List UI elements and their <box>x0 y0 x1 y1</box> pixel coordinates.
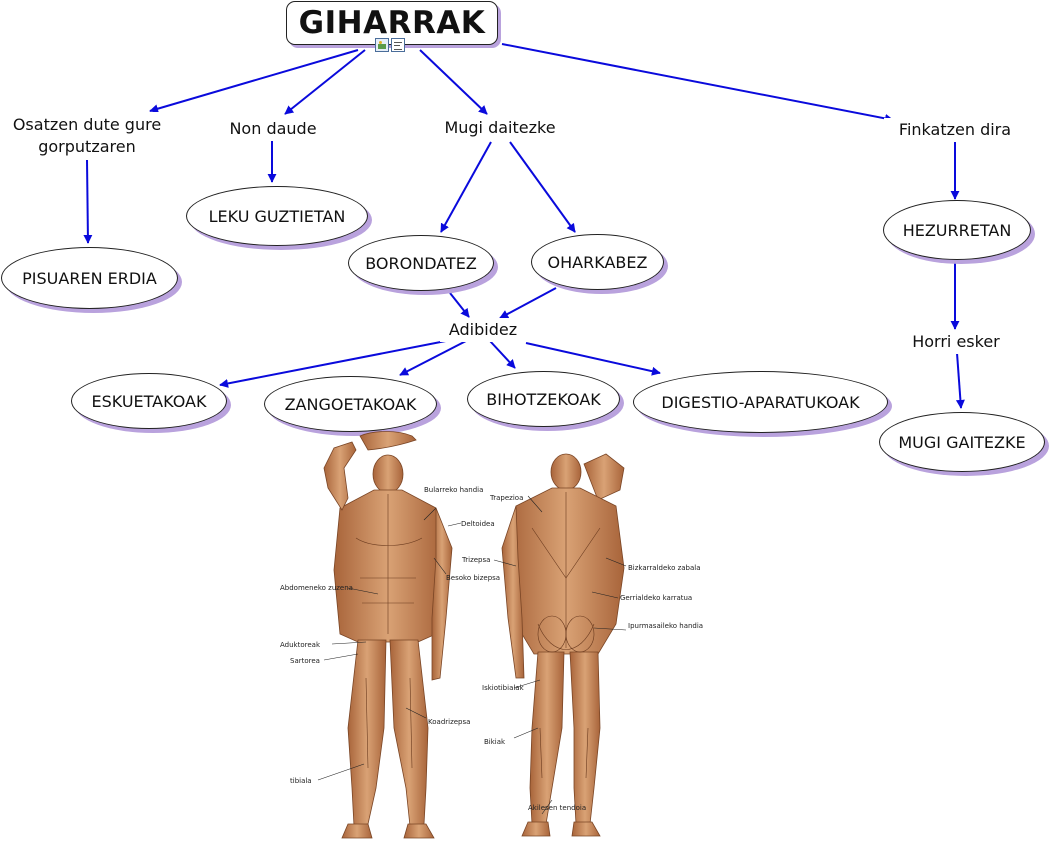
concept-hezurretan[interactable]: HEZURRETAN <box>883 200 1031 260</box>
arrow-root-mugi <box>419 49 488 115</box>
concept-borondatez[interactable]: BORONDATEZ <box>348 235 494 291</box>
note-icon[interactable] <box>391 38 405 52</box>
concept-bihotzekoak[interactable]: BIHOTZEKOAK <box>467 371 620 427</box>
concept-leku-guztietan[interactable]: LEKU GUZTIETAN <box>186 186 368 246</box>
arrow-horri-mugi-gaitezke <box>955 352 965 409</box>
link-osatzen: Osatzen dute gure gorputzaren <box>4 112 170 160</box>
root-concept-giharrak[interactable]: GIHARRAK <box>286 1 498 45</box>
label-ipurmasaileko: Ipurmasaileko handia <box>628 622 703 630</box>
arrow-mugi-borondatez <box>440 141 492 233</box>
concept-eskuetakoak[interactable]: ESKUETAKOAK <box>71 373 227 429</box>
label-koadri: Koadrizepsa <box>428 718 470 726</box>
concept-mugi-gaitezke[interactable]: MUGI GAITEZKE <box>879 412 1045 472</box>
label-adukt: Aduktoreak <box>280 641 321 649</box>
concept-digestio-aparatukoak[interactable]: DIGESTIO-APARATUKOAK <box>633 371 888 433</box>
label-iskio: Iskiotibialak <box>482 684 525 692</box>
arrow-adibidez-eskuetakoak <box>219 338 457 388</box>
root-title: GIHARRAK <box>298 5 486 41</box>
back-figure <box>501 453 625 837</box>
label-trapezioa: Trapezioa <box>489 494 523 502</box>
link-mugi-daitezke: Mugi daitezke <box>432 116 568 140</box>
link-horri-esker: Horri esker <box>900 330 1012 354</box>
muscle-anatomy-illustration: Bularreko handia Deltoidea Abdomeneko zu… <box>280 431 703 839</box>
label-gerrialdeko: Gerrialdeko karratua <box>620 594 692 602</box>
link-non-daude: Non daude <box>218 117 328 141</box>
label-deltoidea: Deltoidea <box>461 520 495 528</box>
arrow-root-non-daude <box>284 49 366 115</box>
label-bizkarraldeko: Bizkarraldeko zabala <box>628 564 701 572</box>
link-finkatzen-dira: Finkatzen dira <box>884 118 1026 142</box>
arrow-root-osatzen <box>149 49 359 114</box>
arrow-adibidez-digestio <box>525 342 661 376</box>
label-trizepsa: Trizepsa <box>461 556 490 564</box>
label-tibiala: tibiala <box>290 777 312 785</box>
label-bularreko: Bularreko handia <box>424 486 483 494</box>
arrow-mugi-oharkabez <box>509 141 576 233</box>
label-abdomeneko: Abdomeneko zuzena <box>280 584 353 592</box>
concept-pisuaren-erdia[interactable]: PISUAREN ERDIA <box>1 247 178 309</box>
arrow-adibidez-bihotzekoak <box>489 340 516 369</box>
label-besoko: Besoko bizepsa <box>446 574 500 582</box>
concept-oharkabez[interactable]: OHARKABEZ <box>531 234 664 290</box>
concept-zangoetakoak[interactable]: ZANGOETAKOAK <box>264 376 437 432</box>
link-adibidez: Adibidez <box>440 318 526 342</box>
label-akilesen: Akilesen tendoia <box>528 804 586 812</box>
image-icon[interactable] <box>375 38 389 52</box>
arrow-borondatez-adibidez <box>449 292 470 318</box>
arrow-oharkabez-adibidez <box>499 287 557 319</box>
arrow-adibidez-zangoetakoak <box>399 340 467 376</box>
label-sartorea: Sartorea <box>290 657 320 665</box>
arrow-osatzen-pisuaren <box>83 159 93 244</box>
label-bikiak: Bikiak <box>484 738 506 746</box>
arrow-root-finkatzen <box>501 43 894 123</box>
root-resource-icons <box>375 38 405 52</box>
